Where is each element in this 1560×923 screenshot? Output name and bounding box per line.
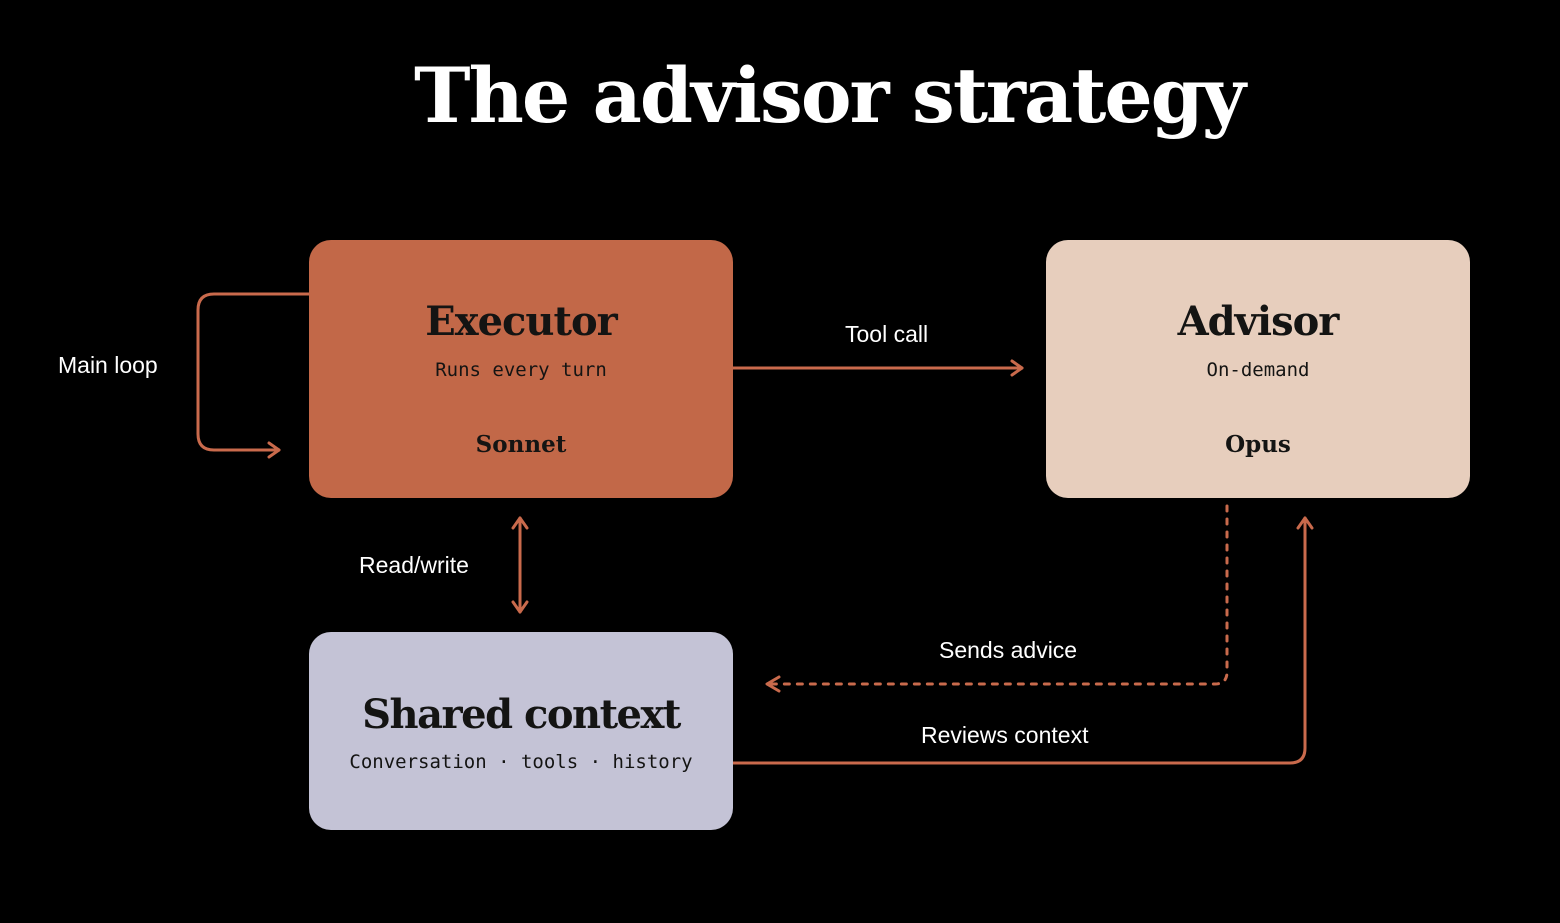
executor-model: Sonnet xyxy=(475,431,567,458)
shared-context-node: Shared context Conversation · tools · hi… xyxy=(309,632,733,830)
advisor-model: Opus xyxy=(1225,431,1291,458)
shared-context-subtitle: Conversation · tools · history xyxy=(349,751,693,773)
diagram-title: The advisor strategy xyxy=(414,51,1246,140)
read-write-arrowhead-top xyxy=(511,516,529,530)
sends-advice-label: Sends advice xyxy=(939,637,1078,663)
sends-advice-arrowhead xyxy=(765,675,781,693)
tool-call-arrowhead xyxy=(1010,359,1024,377)
main-loop-arrow xyxy=(196,292,311,452)
reviews-context-label: Reviews context xyxy=(921,722,1089,748)
read-write-label: Read/write xyxy=(359,552,469,578)
advisor-subtitle: On-demand xyxy=(1206,359,1310,381)
executor-subtitle: Runs every turn xyxy=(435,359,607,381)
reviews-context-arrow xyxy=(731,516,1307,765)
shared-context-name: Shared context xyxy=(362,691,681,738)
tool-call-label: Tool call xyxy=(845,321,929,347)
sends-advice-arrow xyxy=(768,504,1229,686)
main-loop-arrowhead xyxy=(267,441,281,459)
executor-name: Executor xyxy=(425,298,617,345)
advisor-name: Advisor xyxy=(1177,298,1340,345)
executor-node: Executor Runs every turn Sonnet xyxy=(309,240,733,498)
main-loop-label: Main loop xyxy=(58,352,158,378)
advisor-node: Advisor On-demand Opus xyxy=(1046,240,1470,498)
reviews-context-arrowhead xyxy=(1296,516,1314,530)
read-write-arrowhead-bottom xyxy=(511,600,529,614)
